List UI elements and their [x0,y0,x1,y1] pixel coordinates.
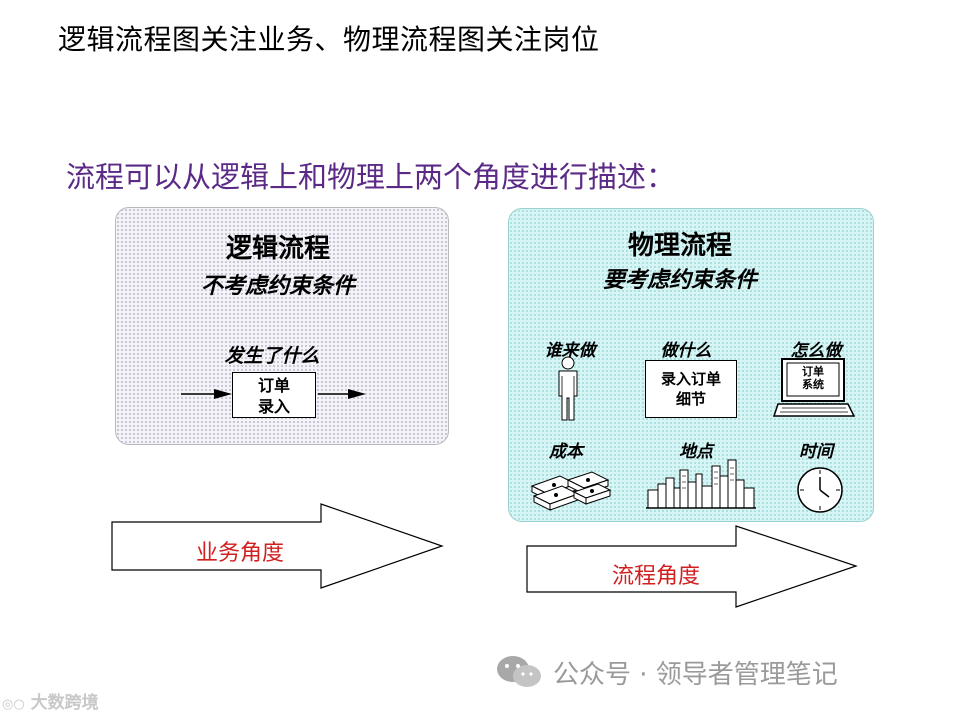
physical-flow-heading: 物理流程 [627,231,733,261]
wechat-icon [497,656,541,687]
order-entry-line2: 录入 [257,397,290,416]
business-arrow [111,503,444,589]
page-title: 逻辑流程图关注业务、物理流程图关注岗位 [58,23,600,56]
computer-icon [772,358,856,417]
corner-watermark: ◎○ 大数跨境 [2,688,99,713]
logic-flow-heading: 逻辑流程 [225,234,331,264]
process-perspective-label: 流程角度 [612,564,701,589]
watermark-text: 公众号 · 领导者管理笔记 [553,660,838,690]
city-skyline-icon [646,459,756,509]
logic-flow-subheading: 不考虑约束条件 [200,273,356,299]
clock-icon [797,467,843,513]
task-line2: 细节 [675,390,706,408]
subtitle: 流程可以从逻辑上和物理上两个角度进行描述： [66,160,676,194]
physical-flow-subheading: 要考虑约束条件 [602,267,758,293]
task-box: 录入订单 细节 [645,360,737,418]
process-arrow [526,525,858,608]
business-perspective-label: 业务角度 [196,541,285,566]
place-label: 地点 [679,442,713,462]
order-entry-line1: 订单 [257,376,290,395]
screen-line1: 订单 [802,365,824,378]
order-system-screen: 订单 系统 [789,365,837,395]
task-line1: 录入订单 [660,370,721,388]
corner-logo-icon: ◎○ [2,697,25,712]
what-happened-label: 发生了什么 [224,345,320,367]
corner-watermark-text: 大数跨境 [30,693,99,713]
what-label: 做什么 [660,341,712,361]
person-icon [558,356,578,421]
order-entry-box: 订单 录入 [232,372,316,418]
cost-label: 成本 [549,442,583,462]
who-label: 谁来做 [544,341,596,361]
time-label: 时间 [799,442,833,462]
logic-flow-panel [115,207,449,445]
screen-line2: 系统 [802,378,824,391]
how-label: 怎么做 [790,341,842,361]
money-icon [530,471,612,511]
